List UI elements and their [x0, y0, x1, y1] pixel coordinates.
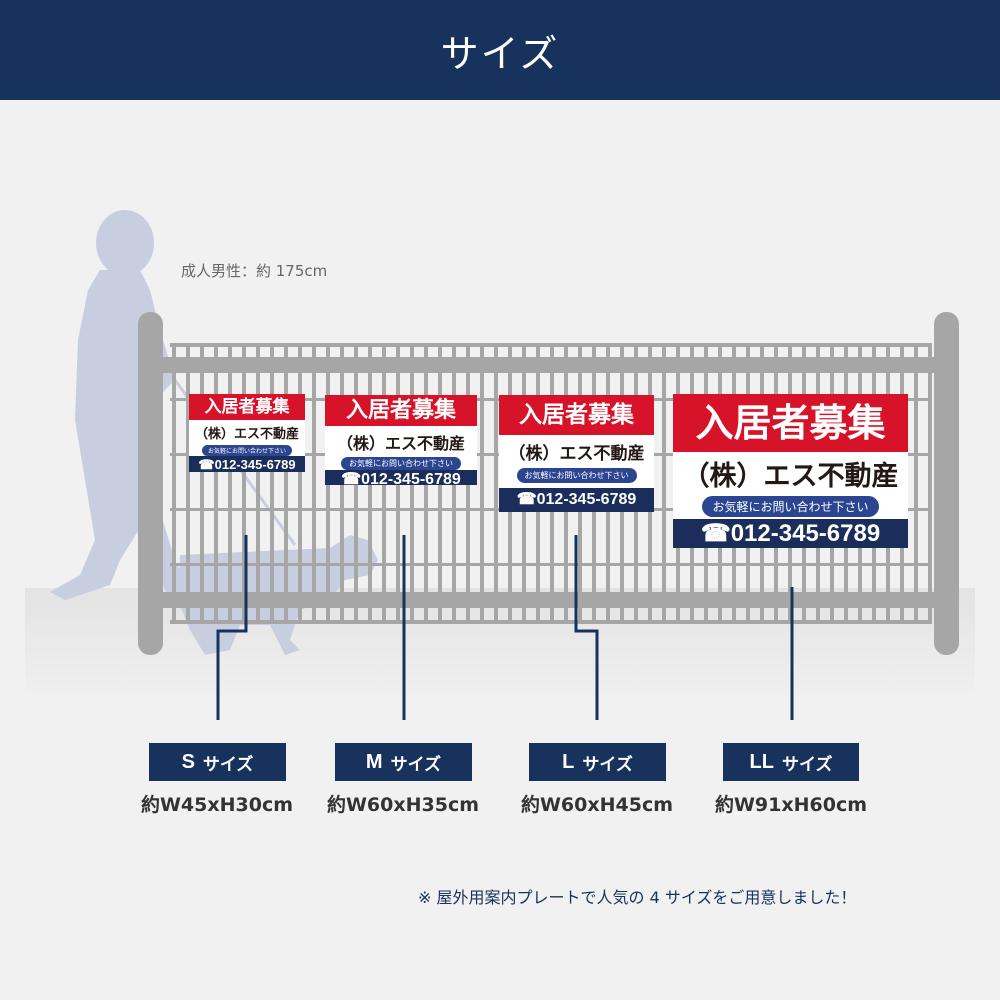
size-dimensions-ll: 約W91xH60cm — [714, 794, 868, 816]
size-suffix: サイズ — [202, 754, 254, 774]
sign-headline: 入居者募集 — [189, 394, 305, 420]
size-badge-l: L サイズ — [529, 743, 666, 781]
size-badge-s: S サイズ — [149, 743, 286, 781]
sign-headline: 入居者募集 — [325, 395, 477, 426]
sign-phone: ☎012-345-6789 — [499, 488, 654, 512]
size-badge-ll: LL サイズ — [723, 743, 859, 781]
fence-illustration — [50, 210, 959, 720]
fence-post-right — [934, 312, 959, 655]
sign-tagline: お気軽にお問い合わせ下さい — [341, 457, 461, 470]
size-suffix: サイズ — [582, 754, 633, 774]
sign-tagline: お気軽にお問い合わせ下さい — [516, 468, 637, 483]
header-banner: サイズ — [0, 0, 1000, 100]
sign-phone: ☎012-345-6789 — [673, 519, 908, 548]
sign-tagline: お気軽にお問い合わせ下さい — [702, 496, 879, 517]
sign-phone: ☎012-345-6789 — [325, 470, 477, 485]
sign-tagline: お気軽にお問い合わせ下さい — [201, 445, 292, 456]
size-badge-m: M サイズ — [335, 743, 472, 781]
size-code: L — [562, 750, 575, 773]
sign-phone: ☎012-345-6789 — [189, 456, 305, 472]
size-dimensions-s: 約W45xH30cm — [140, 794, 294, 816]
sign-l: 入居者募集 （株）エス不動産 お気軽にお問い合わせ下さい ☎012-345-67… — [499, 395, 654, 512]
sign-m: 入居者募集 （株）エス不動産 お気軽にお問い合わせ下さい ☎012-345-67… — [325, 395, 477, 485]
size-suffix: サイズ — [781, 754, 833, 774]
footer-note: ※ 屋外用案内プレートで人気の 4 サイズをご用意しました！ — [418, 888, 857, 907]
fence-scene: 成人男性：約 175cm 入居者募集 （株）エス不動産 お気軽にお問い合わせ下さ… — [50, 210, 959, 720]
sign-s: 入居者募集 （株）エス不動産 お気軽にお問い合わせ下さい ☎012-345-67… — [189, 394, 305, 472]
size-code: S — [181, 750, 195, 773]
leader-lines — [216, 535, 794, 720]
size-suffix: サイズ — [390, 754, 442, 774]
fence-post-left — [138, 312, 163, 655]
sign-ll: 入居者募集 （株）エス不動産 お気軽にお問い合わせ下さい ☎012-345-67… — [673, 394, 908, 548]
size-code: M — [365, 750, 383, 773]
sign-company: （株）エス不動産 — [336, 434, 465, 453]
sign-company: （株）エス不動産 — [194, 427, 299, 442]
sign-company: （株）エス不動産 — [508, 444, 645, 464]
height-reference-label: 成人男性：約 175cm — [181, 262, 328, 280]
size-dimensions-l: 約W60xH45cm — [520, 794, 674, 816]
page-title: サイズ — [440, 31, 560, 76]
sign-headline: 入居者募集 — [673, 394, 908, 452]
sign-company: （株）エス不動産 — [682, 461, 899, 492]
size-dimensions-m: 約W60xH35cm — [326, 794, 480, 816]
sign-headline: 入居者募集 — [499, 395, 654, 435]
size-code: LL — [749, 750, 774, 773]
